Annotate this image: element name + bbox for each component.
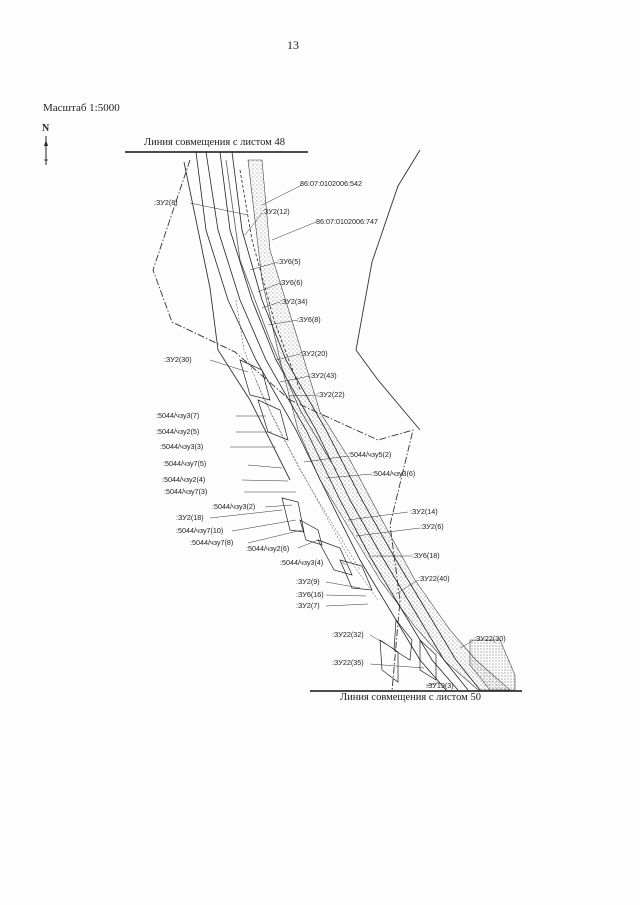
parcel-label: :ЗУ22(40)	[418, 574, 450, 583]
parcel-label: :ЗУ2(18)	[176, 513, 204, 522]
boundary-right	[355, 149, 421, 431]
parcel-label: :ЗУ2(20)	[300, 349, 328, 358]
parcel-label: :5044/чзу2(5)	[156, 427, 199, 436]
match-line-bottom-label: Линия совмещения с листом 50	[340, 692, 481, 703]
parcel-label: :ЗУ2(8)	[154, 198, 178, 207]
road-corridor-lines	[195, 151, 481, 691]
parcel-dotted-block	[469, 639, 516, 691]
match-line-top-label: Линия совмещения с листом 48	[144, 137, 285, 148]
parcel-label: :ЗУ2(12)	[262, 207, 290, 216]
parcel-label: :ЗУ2(22)	[317, 390, 345, 399]
parcel-label: :ЗУ6(6)	[279, 278, 303, 287]
parcel-label: :5044/чзу3(6)	[372, 469, 415, 478]
parcel-label: :5044/чзу7(3)	[164, 487, 207, 496]
parcel-label: :5044/чзу7(5)	[163, 459, 206, 468]
leader-lines	[189, 184, 475, 687]
parcel-label: :ЗУ2(43)	[309, 371, 337, 380]
parcel-label: :5044/чзу3(3)	[160, 442, 203, 451]
parcel-label: :ЗУ2(34)	[280, 297, 308, 306]
parcel-label: :ЗУ2(30)	[164, 355, 192, 364]
parcel-label: 86:07:0102006:747	[316, 217, 378, 226]
parcel-label: :ЗУ6(18)	[412, 551, 440, 560]
parcel-label: :ЗУ6(5)	[277, 257, 301, 266]
parcel-label: :ЗУ6(16)	[296, 590, 324, 599]
parcel-labels: :ЗУ2(8) 86:07:0102006:542 :ЗУ2(12) 86:07…	[154, 179, 506, 690]
page-number: 13	[287, 38, 299, 52]
parcel-label: :ЗУ2(9)	[296, 577, 320, 586]
parcel-label: :ЗУ19(3)	[426, 681, 454, 690]
boundary-dash-dot	[152, 159, 414, 692]
north-arrow-label: N	[42, 123, 50, 134]
parcel-label: :ЗУ6(8)	[297, 315, 321, 324]
parcel-label: :5044/чзу5(2)	[348, 450, 391, 459]
parcel-label: :5044/чзу7(8)	[190, 538, 233, 547]
parcel-polygons	[239, 359, 437, 683]
parcel-label: :5044/чзу3(4)	[280, 558, 323, 567]
hatched-strips	[235, 299, 379, 601]
parcel-label: :5044/чзу2(4)	[162, 475, 205, 484]
north-arrow-icon	[44, 136, 48, 165]
parcel-label: :5044/чзу2(6)	[246, 544, 289, 553]
parcel-label: :ЗУ22(30)	[474, 634, 506, 643]
parcel-label: 86:07:0102006:542	[300, 179, 362, 188]
parcel-label: :5044/чзу3(2)	[212, 502, 255, 511]
parcel-label: :ЗУ22(35)	[332, 658, 364, 667]
parcel-label: :ЗУ22(32)	[332, 630, 364, 639]
boundary-left	[183, 161, 291, 481]
parcel-label: :ЗУ2(7)	[296, 601, 320, 610]
parcel-label: :ЗУ2(6)	[420, 522, 444, 531]
parcel-label: :ЗУ2(14)	[410, 507, 438, 516]
map-scale: Масштаб 1:5000	[43, 102, 120, 114]
corridor-dotted-band	[247, 159, 511, 691]
parcel-label: :5044/чзу7(10)	[176, 526, 223, 535]
parcel-label: :5044/чзу3(7)	[156, 411, 199, 420]
